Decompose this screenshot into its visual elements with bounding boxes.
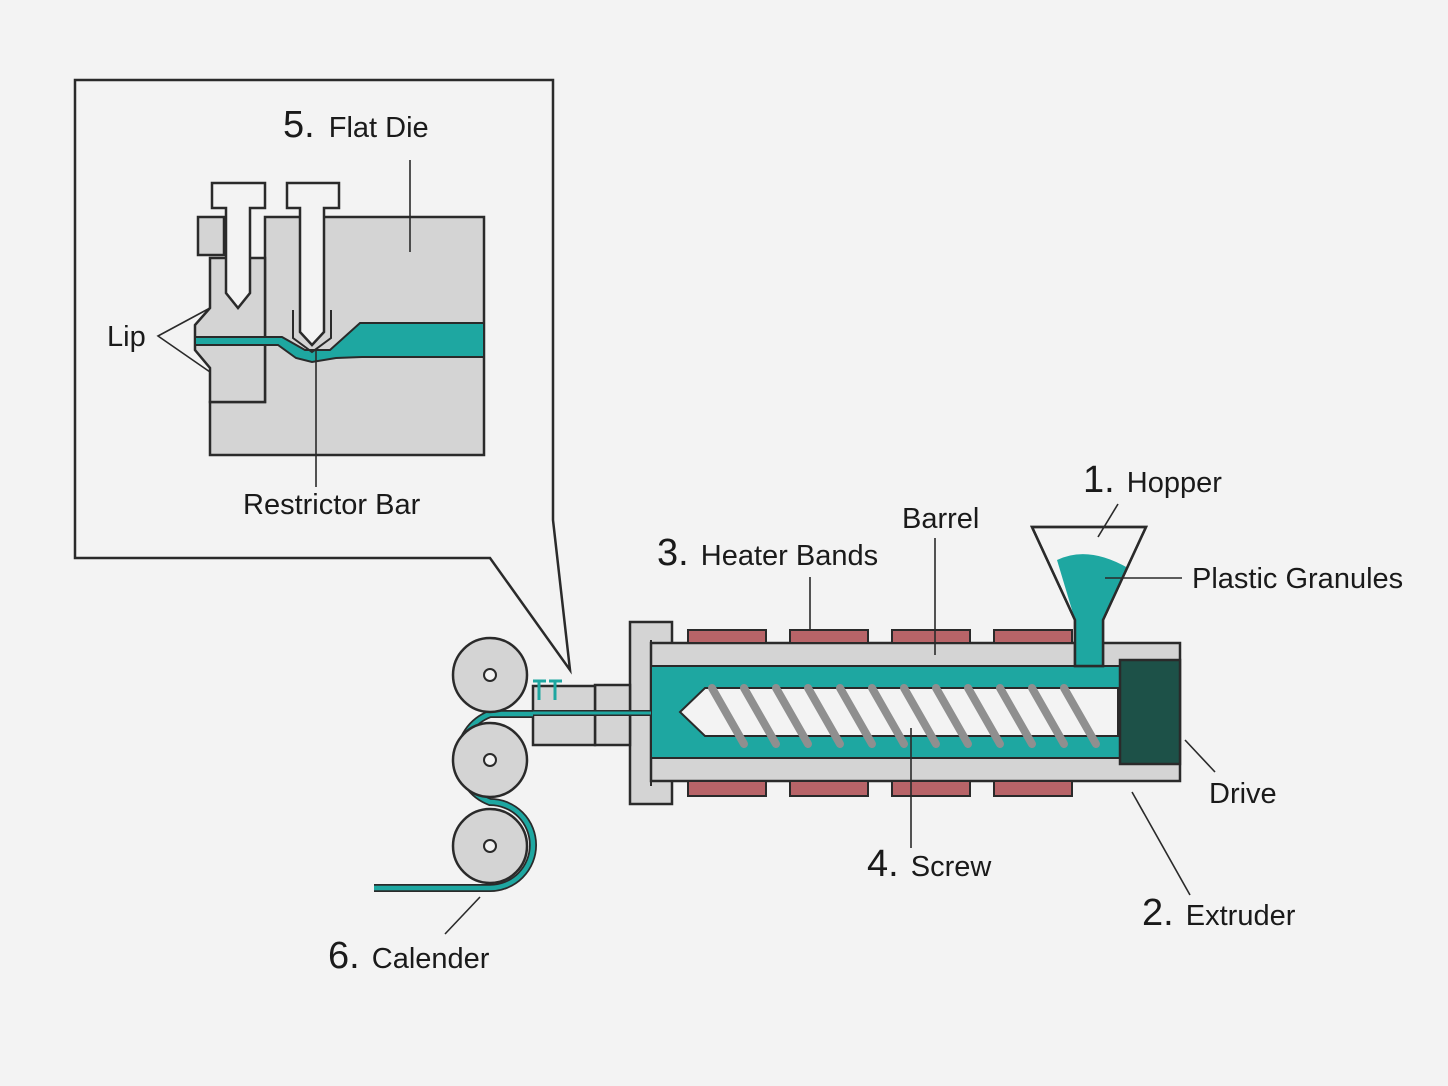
- restrictor-bar-bolt: [285, 181, 341, 347]
- restrictor-bar-seat: [292, 310, 332, 354]
- restrictor-bar-label: Restrictor Bar: [243, 489, 421, 521]
- drive-leader: [1184, 739, 1216, 773]
- hopper-leader: [1097, 503, 1119, 538]
- hopper-outline: [1030, 525, 1148, 668]
- drive-unit: [1118, 658, 1182, 766]
- heater-bands: [687, 629, 1073, 797]
- calender: [374, 636, 537, 892]
- die-bolt-left: [210, 181, 267, 311]
- barrel-label: Barrel: [902, 503, 979, 535]
- die-small-bolts: [533, 679, 562, 700]
- plastic-granules: [1057, 554, 1128, 666]
- calender-label: 6. Calender: [328, 935, 490, 977]
- heater-bands-label: 3. Heater Bands: [657, 532, 878, 574]
- extruder-label: 2. Extruder: [1142, 892, 1296, 934]
- calender-leader: [444, 896, 481, 935]
- extruder-leader: [1131, 791, 1191, 896]
- lip-leader: [156, 307, 211, 373]
- plastic-granules-label: Plastic Granules: [1192, 563, 1403, 595]
- die-side-block: [196, 215, 226, 257]
- hopper-label: 1. Hopper: [1083, 459, 1222, 501]
- extruder: [628, 525, 1182, 806]
- screw-label: 4. Screw: [867, 843, 992, 885]
- screw-flights: [708, 684, 1100, 748]
- lip-label: Lip: [107, 321, 146, 353]
- flat-die-label: 5. Flat Die: [283, 104, 429, 146]
- flat-die-detail: [193, 181, 486, 457]
- drive-label: Drive: [1209, 778, 1277, 810]
